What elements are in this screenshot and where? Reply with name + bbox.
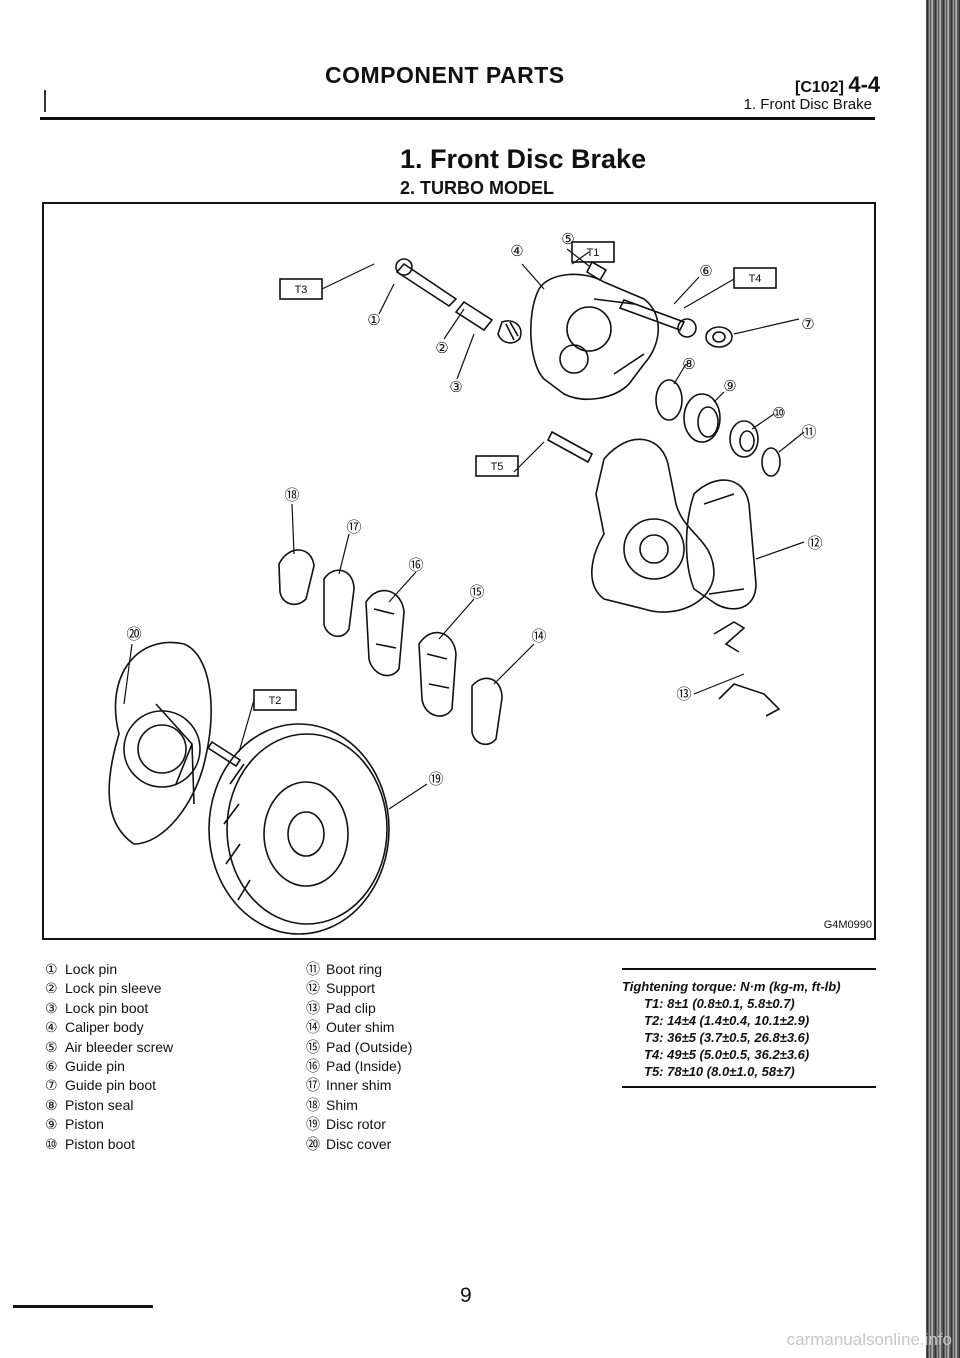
guide-pin-drawing (618, 299, 686, 331)
piston-boot-drawing (729, 420, 759, 458)
callout-7: ⑦ (801, 316, 814, 333)
torque-top-rule (622, 968, 876, 970)
page-header-subtitle: 1. Front Disc Brake (743, 96, 872, 113)
callout-numbers: ① ② ③ ④ ⑤ ⑥ ⑦ ⑧ ⑨ ⑩ ⑪ ⑫ ⑬ ⑭ ⑮ ⑯ ⑰ ⑱ ⑲ ⑳ (126, 231, 822, 788)
scan-mark (44, 90, 46, 112)
piston-drawing (683, 393, 721, 443)
cover-bolt-drawing (206, 740, 242, 768)
callout-17: ⑰ (346, 519, 361, 536)
torque-tag-t3: T3 (295, 284, 308, 296)
page-number: 9 (460, 1284, 472, 1307)
exploded-diagram: ① ② ③ ④ ⑤ ⑥ ⑦ ⑧ ⑨ ⑩ ⑪ ⑫ ⑬ ⑭ ⑮ ⑯ ⑰ ⑱ ⑲ ⑳ … (108, 231, 823, 935)
lock-pin-drawing (395, 262, 458, 308)
page-header-title: COMPONENT PARTS (325, 62, 565, 88)
torque-heading: Tightening torque: N·m (kg-m, ft-lb) (622, 979, 841, 994)
caliper-body-drawing (530, 273, 660, 400)
outer-shim-drawing (471, 677, 503, 746)
pad-clip-drawing (713, 621, 781, 717)
torque-row-t5: T5: 78±10 (8.0±1.0, 58±7) (644, 1064, 795, 1079)
callout-4: ④ (510, 243, 523, 260)
torque-tag-t2: T2 (269, 695, 282, 707)
inner-shim-drawing (323, 569, 355, 638)
exploded-diagram-frame: ① ② ③ ④ ⑤ ⑥ ⑦ ⑧ ⑨ ⑩ ⑪ ⑫ ⑬ ⑭ ⑮ ⑯ ⑰ ⑱ ⑲ ⑳ … (42, 202, 876, 940)
support-drawing (685, 479, 757, 610)
lock-pin-sleeve-drawing (454, 300, 494, 332)
shim-drawing (278, 549, 315, 606)
pad-outside-drawing (418, 631, 457, 717)
torque-tag-t4: T4 (749, 273, 762, 285)
callout-1: ① (367, 312, 380, 329)
torque-row-t1: T1: 8±1 (0.8±0.1, 5.8±0.7) (644, 996, 795, 1011)
callout-14: ⑭ (531, 628, 546, 645)
callout-5: ⑤ (561, 231, 574, 248)
header-rule (40, 117, 875, 120)
disc-rotor-drawing (208, 723, 390, 935)
callout-6: ⑥ (699, 263, 712, 280)
section-title: 1. Front Disc Brake (400, 144, 647, 174)
callout-2: ② (435, 340, 448, 357)
figure-id: G4M0990 (823, 919, 872, 931)
callout-18: ⑱ (284, 487, 299, 504)
page-header-code: [C102] 4-4 (795, 72, 880, 98)
torque-row-t3: T3: 36±5 (3.7±0.5, 26.8±3.6) (644, 1030, 810, 1045)
piston-seal-drawing (655, 379, 683, 421)
callout-16: ⑯ (408, 557, 423, 574)
knuckle-bolt-drawing (546, 430, 594, 464)
section-code: [C102] (795, 79, 844, 96)
callout-3: ③ (449, 379, 462, 396)
air-bleeder-drawing (585, 260, 608, 282)
callout-8: ⑧ (682, 356, 695, 373)
pad-inside-drawing (365, 589, 405, 677)
torque-tag-boxes (253, 241, 777, 711)
torque-bottom-rule (622, 1086, 876, 1088)
callout-12: ⑫ (807, 535, 822, 552)
callout-19: ⑲ (428, 771, 443, 788)
callout-11: ⑪ (801, 424, 816, 441)
callout-9: ⑨ (723, 378, 736, 395)
section-subtitle: 2. TURBO MODEL (400, 178, 555, 198)
torque-row-t2: T2: 14±4 (1.4±0.4, 10.1±2.9) (644, 1013, 810, 1028)
torque-tag-t1: T1 (587, 247, 600, 259)
boot-ring-drawing (761, 447, 781, 477)
callout-15: ⑮ (469, 584, 484, 601)
lock-pin-boot-drawing (497, 320, 522, 344)
torque-tag-t5: T5 (491, 461, 504, 473)
torque-row-t4: T4: 49±5 (5.0±0.5, 36.2±3.6) (644, 1047, 810, 1062)
guide-pin-boot-drawing (705, 326, 733, 348)
scan-mark (13, 1305, 153, 1308)
callout-20: ⑳ (126, 626, 141, 643)
scanned-page-edge (926, 0, 960, 1358)
callout-leaders (123, 248, 805, 810)
torque-spec-box: Tightening torque: N·m (kg-m, ft-lb) T1:… (622, 968, 876, 1088)
disc-cover-drawing (108, 641, 212, 845)
knuckle-drawing (591, 438, 715, 613)
callout-10: ⑩ (772, 405, 785, 422)
callout-13: ⑬ (676, 686, 691, 703)
section-page: 4-4 (848, 72, 881, 97)
watermark: carmanualsonline.info (786, 1330, 952, 1349)
